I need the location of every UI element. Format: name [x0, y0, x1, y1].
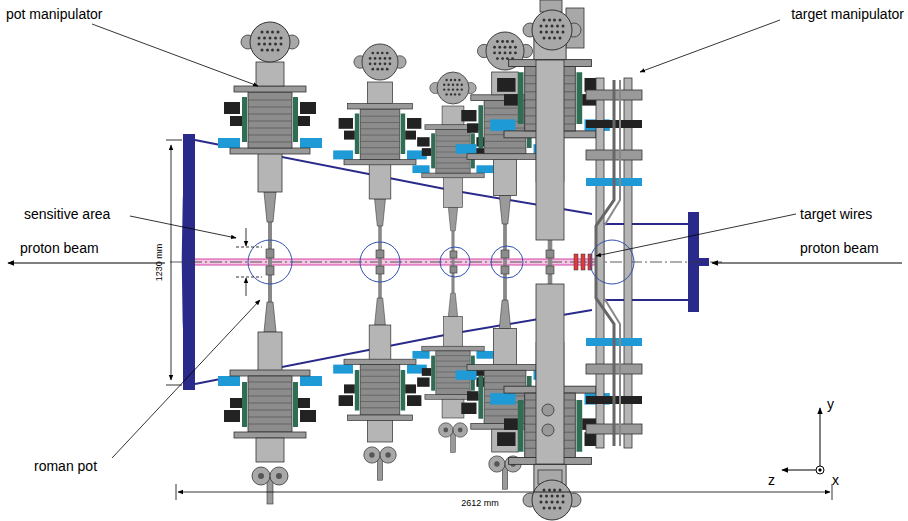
roman-pot-drawing [501, 250, 509, 258]
beam-detail-circle [248, 240, 634, 284]
pot-manipulator-drawing [252, 467, 288, 504]
leader-line [640, 20, 780, 72]
leader-line [130, 216, 236, 238]
roman-pot-drawing [546, 250, 554, 258]
roman-pot-drawing [546, 266, 554, 274]
part-label: sensitive area [24, 206, 110, 222]
beam-detail-circle [248, 240, 292, 284]
target-manipulator-drawing [624, 78, 632, 448]
roman-pot-drawing [266, 249, 274, 258]
leader-line [112, 300, 260, 458]
roman-pot-drawing [376, 250, 384, 258]
dimension-line [166, 140, 832, 500]
dimension-line [171, 145, 172, 380]
roman-pot-drawing [376, 266, 384, 274]
pot-manipulator-drawing [430, 72, 476, 104]
roman-pot-drawing [266, 249, 554, 275]
beam-detail-circle [590, 240, 634, 284]
roman-pot-drawing [450, 266, 457, 273]
pot-manipulator-drawing [536, 60, 564, 240]
beam-detail-circle [440, 247, 470, 277]
axis-symbol [782, 470, 816, 471]
proton-beam-line [170, 262, 722, 263]
beam-direction-arrow [8, 263, 902, 264]
beam-label: proton beam [800, 240, 879, 256]
target-wires-drawing [574, 254, 592, 270]
target-manipulator-drawing [604, 80, 620, 446]
axis-symbol [782, 408, 824, 474]
axis-symbol [816, 466, 824, 474]
roman-pot-drawing [501, 266, 509, 274]
axis-label: x [832, 472, 839, 488]
proton-beam-line [170, 259, 722, 265]
pot-manipulator-drawing [542, 404, 554, 416]
sensitive-area-marker [246, 278, 247, 296]
leader-line [92, 20, 796, 458]
part-label: target wires [800, 206, 872, 222]
beam-label: proton beam [20, 240, 99, 256]
roman-pot-drawing [266, 266, 274, 275]
roman-pot-drawing [450, 251, 457, 258]
part-label: pot manipulator [6, 6, 103, 22]
beam-detail-circle [491, 246, 523, 278]
axis-symbol [819, 469, 821, 471]
pot-manipulator-drawing [542, 424, 554, 436]
leader-line [92, 24, 258, 86]
beam-detail-circle [360, 242, 400, 282]
pot-manipulator-drawing [354, 44, 406, 80]
sensitive-area-marker [246, 228, 247, 246]
pot-manipulator-drawing [241, 22, 299, 62]
part-label: target manipulator [791, 6, 904, 22]
pot-manipulator-drawing [536, 284, 564, 464]
part-label: roman pot [34, 458, 97, 474]
dimension-label: 1230 mm [155, 243, 166, 281]
pot-manipulator-drawing [523, 480, 581, 520]
leader-line [596, 214, 796, 256]
target-manipulator-drawing [586, 78, 642, 448]
dimension-line [178, 492, 830, 493]
target-wires-drawing [581, 254, 585, 270]
dimension-line [166, 140, 182, 385]
dimension-label: 2612 mm [461, 498, 499, 509]
sensitive-area-marker [236, 247, 262, 277]
target-wires-drawing [574, 254, 578, 270]
beam-direction-arrow [8, 263, 165, 264]
dimension-line [176, 484, 832, 500]
pot-manipulator-drawing [523, 10, 581, 50]
axis-label: z [768, 472, 775, 488]
sensitive-area-marker [236, 228, 262, 296]
pot-manipulator-drawing [490, 32, 610, 262]
pot-manipulator-drawing [439, 423, 468, 453]
pot-manipulator-drawing [364, 447, 396, 480]
pot-manipulator-drawing [218, 0, 610, 520]
axis-label: y [827, 396, 834, 412]
pot-manipulator-drawing [218, 62, 322, 262]
beam-direction-arrow [712, 263, 902, 264]
axis-symbol [820, 408, 821, 466]
pot-manipulator-drawing [218, 262, 322, 462]
pot-manipulator-drawing [490, 262, 610, 492]
